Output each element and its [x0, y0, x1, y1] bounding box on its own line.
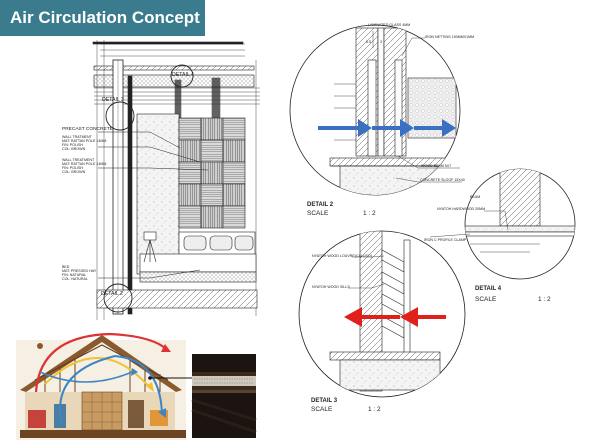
- callout-precast-concrete: PRECAST CONCRETE: [62, 127, 113, 132]
- detail3-bubble: [105, 101, 135, 131]
- detail4-scale-value: 1 : 2: [538, 296, 551, 303]
- title-bar: Air Circulation Concept: [0, 0, 205, 36]
- label-nyatoh-hardwood: NYATOH HARDWOOD 20MM: [437, 207, 486, 211]
- callout-bed: BED MAT: PRESSED HAY FIN: NATURAL COL: N…: [62, 265, 97, 281]
- detail2-drawing: [289, 24, 462, 196]
- detail3-drawing: [298, 230, 466, 398]
- label-nyatoh-louvre: NYATOH WOOD LOUVRE(CALUSO): [312, 254, 372, 258]
- detail3-tag[interactable]: DETAIL 3: [102, 97, 124, 103]
- detail3-scale-label: SCALE: [311, 406, 333, 413]
- label-wood-beam: WOOD BEAM 5X7: [421, 164, 452, 168]
- detail4-tag[interactable]: DETAIL 4: [172, 72, 194, 78]
- detail2-bubble: [103, 283, 133, 313]
- detail4-bubble: [170, 64, 194, 88]
- label-laminated-glass: LAMINATED GLASS 4MM: [368, 23, 411, 27]
- label-concrete-sloof: CONCRETE SLOOF 15X40: [420, 178, 465, 182]
- label-nyatoh-sills: NYATOH WOOD SILLS: [312, 285, 350, 289]
- detail2-caption: DETAIL 2: [307, 202, 334, 208]
- detail2-tag[interactable]: DETAIL 2: [101, 291, 123, 297]
- callout-wall-treatment-2: WALL TREATMENT MAT: RATTAN POLE 14MM FIN…: [62, 158, 107, 174]
- detail2-scale-label: SCALE: [307, 210, 329, 217]
- label-beam: BEAM: [470, 195, 481, 199]
- detail4-scale-label: SCALE: [475, 296, 497, 303]
- page-title: Air Circulation Concept: [10, 8, 200, 27]
- detail4-caption: DETAIL 4: [475, 286, 502, 292]
- detail4-drawing: [429, 168, 576, 280]
- elevation-drawing: [92, 40, 260, 320]
- house-section-illustration: [16, 332, 192, 440]
- detail2-scale-value: 1 : 2: [363, 210, 376, 217]
- dim-6-5: 6.5: [366, 40, 371, 44]
- detail3-scale-value: 1 : 2: [368, 406, 381, 413]
- dim-3: 3: [380, 40, 382, 44]
- detail3-caption: DETAIL 3: [311, 398, 338, 404]
- label-iron-c-profile: IRON C PROFILE CLAMP: [424, 238, 467, 242]
- label-iron-netting: IRON NETTING 150MMX1MM: [425, 35, 475, 39]
- ventilation-closeup-photo: [191, 354, 257, 438]
- callout-wall-treatment-1: WALL TRATMENT MAT: RATTAN POLE 14MM FIN:…: [62, 135, 107, 151]
